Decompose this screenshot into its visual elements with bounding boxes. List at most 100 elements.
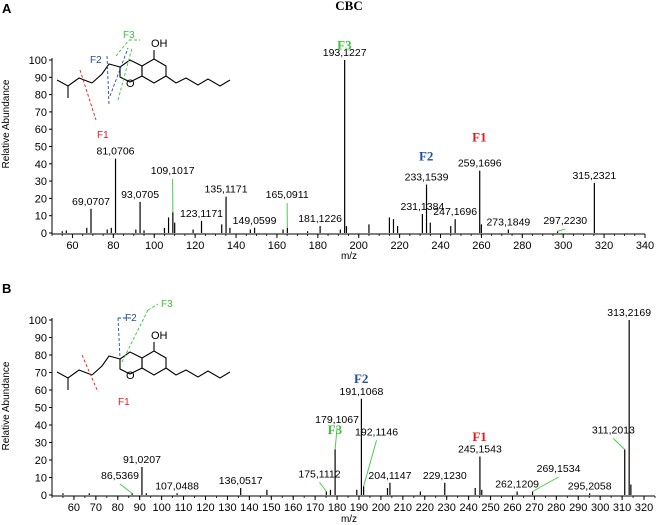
peak-label: 262,1209 <box>495 479 539 491</box>
peak-label: 165,0911 <box>266 189 309 201</box>
x-tick-label: 230 <box>438 502 456 514</box>
x-tick-label: 70 <box>90 502 102 514</box>
peak-label: 231,1384 <box>400 201 444 213</box>
peak-label: 181,1226 <box>298 213 342 225</box>
x-tick-label: 280 <box>547 502 565 514</box>
panel-a-f3-structure-label: F3 <box>123 30 135 41</box>
y-tick-label: 100 <box>29 55 47 67</box>
x-tick-label: 100 <box>145 240 163 252</box>
panel-a-o-label: O <box>126 78 135 90</box>
panel-b-label: B <box>2 281 11 296</box>
y-tick-label: 20 <box>35 455 47 467</box>
x-tick-label: 160 <box>284 502 302 514</box>
panel-b-f1-structure-label: F1 <box>118 397 130 408</box>
peak-label: 233,1539 <box>405 172 449 184</box>
x-tick-label: 200 <box>350 240 368 252</box>
peak-label: 259,1696 <box>458 158 502 170</box>
peak-label: 204,1147 <box>368 470 411 482</box>
peak-label: 269,1534 <box>537 463 581 475</box>
peak-label: 69,0707 <box>72 196 110 208</box>
peak-label: 135,1171 <box>205 184 248 196</box>
fragment-label-f1: F1 <box>472 429 486 444</box>
y-tick-label: 30 <box>35 176 47 188</box>
y-tick-label: 70 <box>35 107 47 119</box>
y-tick-label: 10 <box>35 473 47 485</box>
peak-callout-line <box>363 440 378 487</box>
peak-label: 107,0488 <box>155 480 199 492</box>
y-tick-label: 20 <box>35 193 47 205</box>
peak-label: 86,5369 <box>101 470 139 482</box>
x-tick-label: 320 <box>635 502 653 514</box>
x-tick-label: 290 <box>569 502 587 514</box>
x-tick-label: 130 <box>218 502 236 514</box>
panel-b-f3-structure-label: F3 <box>161 299 173 310</box>
peak-label: 175,1112 <box>298 468 340 480</box>
peak-label: 191,1068 <box>340 386 384 398</box>
peak-callout-line <box>557 228 566 232</box>
panel-b-o-label: O <box>126 370 135 382</box>
y-tick-label: 60 <box>35 385 47 397</box>
y-tick-label: 40 <box>35 159 47 171</box>
panel-a-y-axis-label: Relative Abundance <box>1 79 12 168</box>
peak-callout-line <box>532 476 559 492</box>
y-tick-label: 90 <box>35 333 47 345</box>
peak-label: 149,0599 <box>233 215 277 227</box>
x-tick-label: 300 <box>554 240 572 252</box>
peak-label: 192,1146 <box>355 426 398 438</box>
y-tick-label: 60 <box>35 124 47 136</box>
fragment-label-f3: F3 <box>337 38 352 53</box>
peak-label: 136,0517 <box>219 475 263 487</box>
peak-callout-line <box>612 438 626 450</box>
y-tick-label: 80 <box>35 90 47 102</box>
x-tick-label: 300 <box>591 502 609 514</box>
y-tick-label: 70 <box>35 368 47 380</box>
panel-b-f2-structure-label: F2 <box>125 313 137 324</box>
panel-b-structure: OH O F1 F2 F3 <box>56 299 231 408</box>
x-tick-label: 140 <box>227 240 245 252</box>
peak-label: 123,1171 <box>180 208 223 220</box>
peak-label: 311,2013 <box>592 425 635 437</box>
x-tick-label: 200 <box>372 502 390 514</box>
y-tick-label: 0 <box>41 228 47 240</box>
y-tick-label: 30 <box>35 438 47 450</box>
x-tick-label: 340 <box>636 240 654 252</box>
panel-a-oh-label: OH <box>151 38 168 50</box>
x-tick-label: 60 <box>68 502 80 514</box>
y-tick-label: 50 <box>35 142 47 154</box>
x-tick-label: 110 <box>175 502 193 514</box>
peak-label: 247,1696 <box>433 206 477 218</box>
panel-b-x-axis-label: m/z <box>341 514 357 525</box>
x-tick-label: 220 <box>390 240 408 252</box>
x-tick-label: 220 <box>416 502 434 514</box>
peak-label: 81,0706 <box>97 146 135 158</box>
y-tick-label: 80 <box>35 350 47 362</box>
peak-label: 93,0705 <box>121 189 159 201</box>
panel-a-x-axis-label: m/z <box>341 251 357 262</box>
panel-a-label: A <box>2 1 12 16</box>
x-tick-label: 80 <box>112 502 124 514</box>
fragment-label-f1: F1 <box>472 129 486 144</box>
x-tick-label: 60 <box>66 240 78 252</box>
panel-b-oh-label: OH <box>151 330 168 342</box>
figure-title: CBC <box>335 0 362 13</box>
x-tick-label: 180 <box>309 240 327 252</box>
y-tick-label: 50 <box>35 403 47 415</box>
y-tick-label: 90 <box>35 72 47 84</box>
x-tick-label: 140 <box>240 502 258 514</box>
peak-label: 297,2230 <box>543 215 587 227</box>
x-tick-label: 80 <box>107 240 119 252</box>
x-tick-label: 120 <box>186 240 204 252</box>
peak-callout-line <box>334 427 338 450</box>
panel-b: B Relative Abundance m/z 010203040506070… <box>1 281 656 525</box>
x-tick-label: 260 <box>472 240 490 252</box>
peak-label: 193,1227 <box>323 47 367 59</box>
fragment-label-f2: F2 <box>419 148 433 163</box>
panel-a: A Relative Abundance m/z 0 10 20 30 40 50 60 70… <box>1 1 654 262</box>
y-tick-label: 10 <box>35 211 47 223</box>
panel-a-marks: 69,070781,070693,0705109,1017123,1171135… <box>61 38 616 233</box>
x-tick-label: 170 <box>306 502 324 514</box>
